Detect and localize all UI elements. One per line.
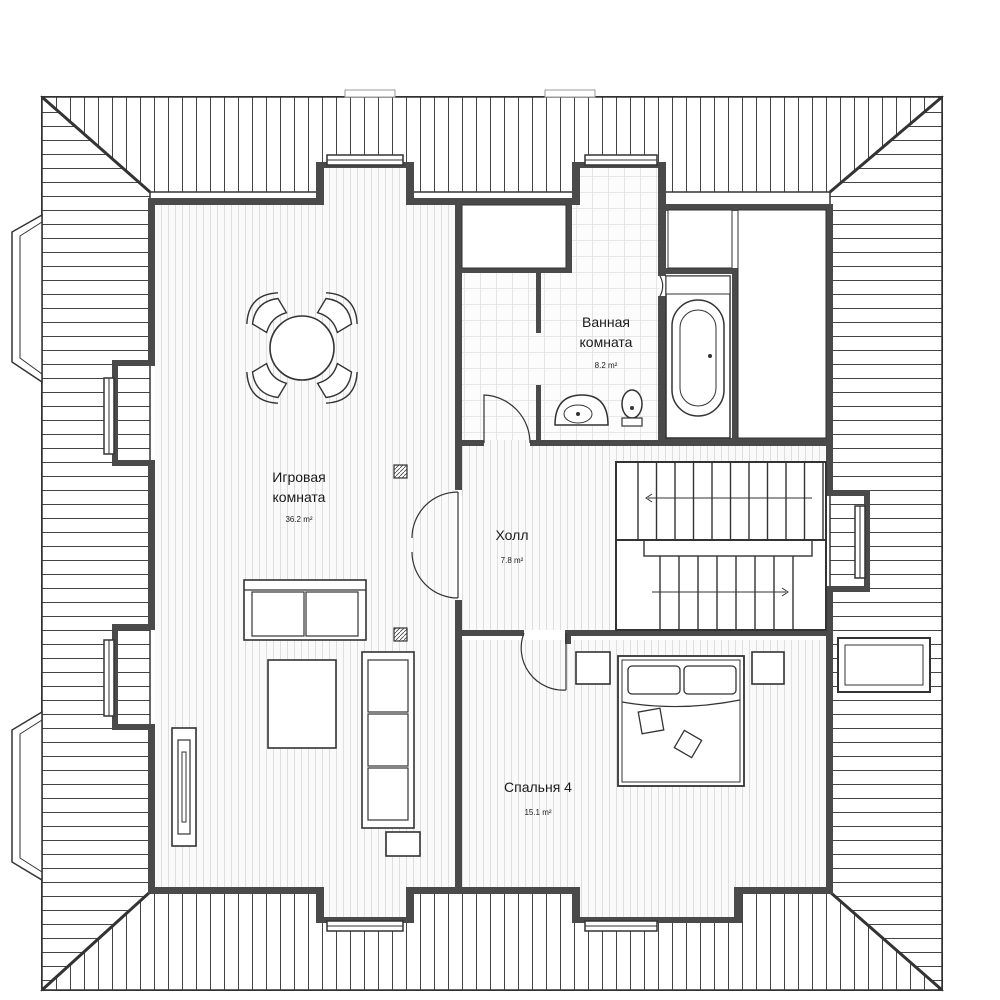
bay-window-left-upper	[11, 213, 43, 384]
roof-slope-top	[40, 96, 945, 193]
nightstand-right	[751, 651, 785, 685]
room-area-bedroom: 15.1 m²	[524, 808, 551, 817]
pillow-left	[627, 665, 681, 695]
round-table	[269, 315, 335, 381]
doors	[411, 275, 664, 691]
toilet	[621, 389, 643, 419]
room-name-game-room-line2: комната	[273, 489, 326, 505]
chair-top-left	[246, 292, 288, 334]
room-labels: Игровая комната 36.2 m² Ванная комната 8…	[272, 314, 632, 817]
staircase	[616, 462, 826, 630]
coffee-table	[267, 659, 337, 749]
nightstand-left	[575, 651, 611, 685]
windows	[103, 154, 931, 932]
ottoman	[385, 831, 421, 857]
room-area-hall: 7.8 m²	[501, 556, 524, 565]
room-area-game-room: 36.2 m²	[285, 515, 312, 524]
stair-landing	[643, 539, 813, 557]
room-name-bathroom-line1: Ванная	[582, 314, 630, 330]
double-door-game-room	[411, 491, 459, 599]
room-name-game-room-line1: Игровая	[272, 469, 325, 485]
vent-upper	[393, 464, 408, 479]
chair-bottom-right	[316, 362, 358, 404]
door-bedroom	[520, 632, 567, 691]
bedroom-furniture	[575, 651, 785, 787]
chair-bottom-left	[246, 362, 288, 404]
chair-top-right	[316, 292, 358, 334]
bay-window-left-lower	[11, 710, 43, 882]
room-name-hall: Холл	[496, 527, 529, 543]
roof-slope-right	[829, 95, 943, 992]
room-area-bathroom: 8.2 m²	[595, 361, 618, 370]
room-name-bathroom-line2: комната	[580, 334, 633, 350]
bathroom-fixtures	[461, 204, 827, 439]
door-bathroom	[483, 394, 531, 444]
vent-lower	[393, 627, 408, 642]
room-name-bedroom: Спальня 4	[504, 779, 572, 795]
roof-slope-left	[41, 95, 151, 992]
roof-slope-bottom	[40, 891, 944, 991]
game-room-furniture	[171, 292, 421, 857]
pillow-right	[683, 665, 737, 695]
